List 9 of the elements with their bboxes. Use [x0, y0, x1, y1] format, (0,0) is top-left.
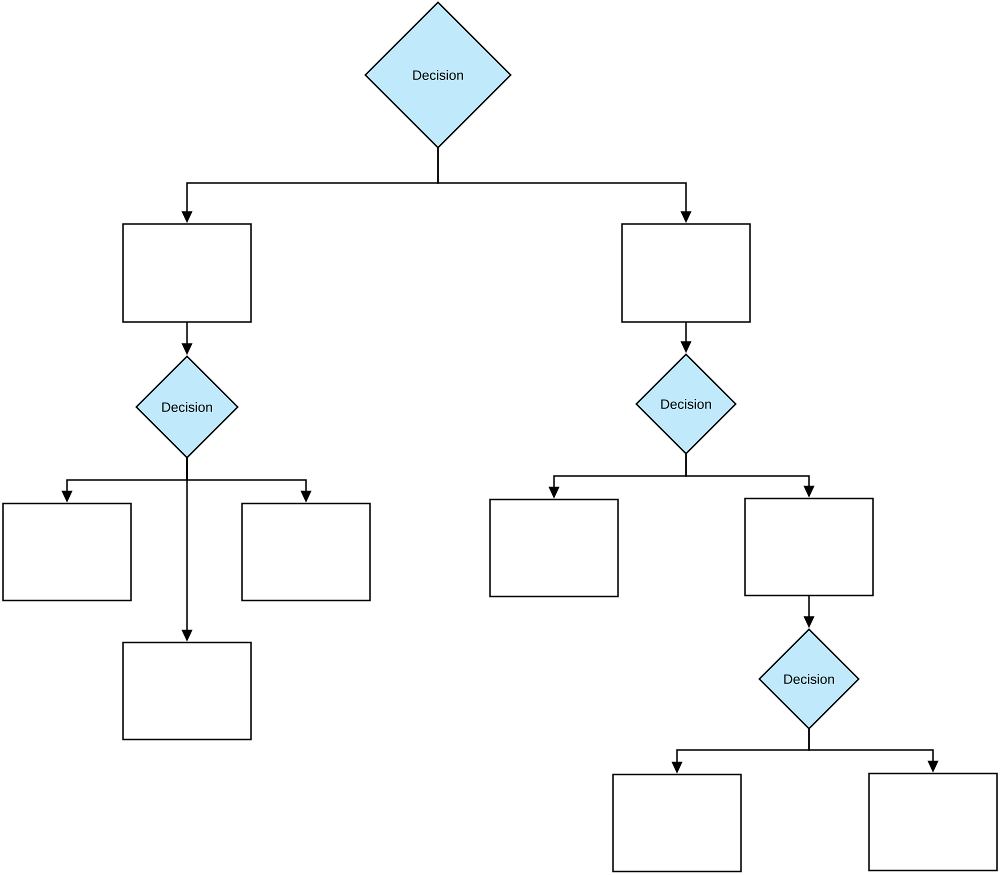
process-box: [489, 498, 619, 598]
process-box: [122, 223, 252, 323]
process-box: [621, 223, 751, 323]
process-box: [612, 774, 742, 872]
process-box: [2, 502, 132, 602]
process-box: [868, 772, 998, 872]
process-box: [241, 502, 371, 602]
process-box: [122, 642, 252, 740]
process-box: [744, 498, 874, 596]
